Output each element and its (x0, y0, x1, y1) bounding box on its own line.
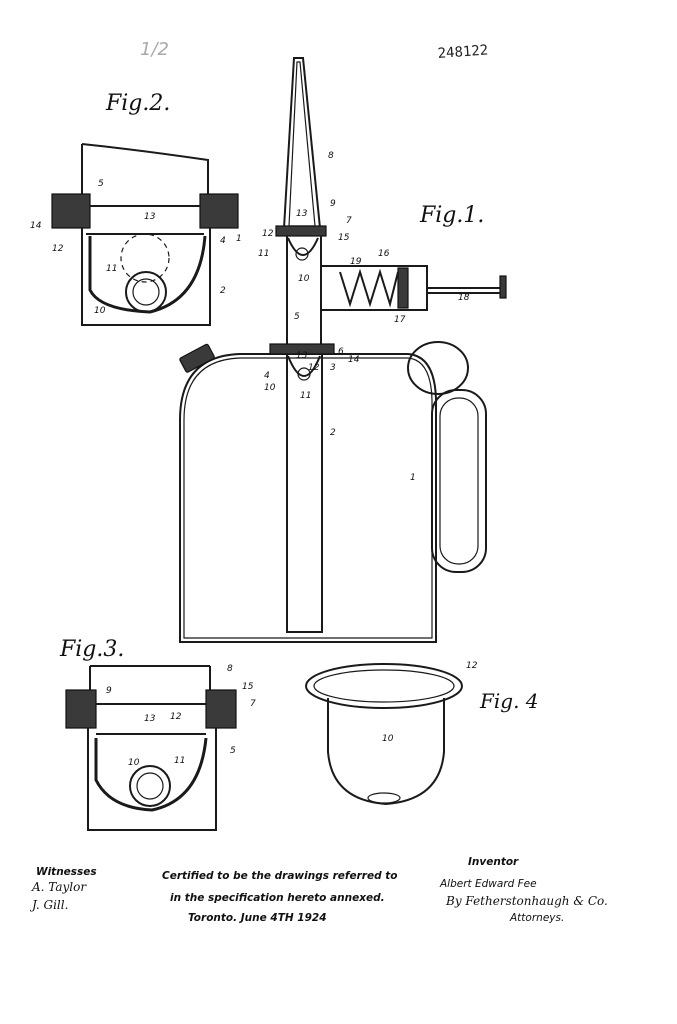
figure-1-title: Fig.1. (419, 203, 484, 228)
figure-2-labels: 5 14 13 12 4 1 11 2 10 (30, 179, 242, 316)
reference-numeral: 12 (262, 229, 274, 239)
reference-numeral: 16 (378, 249, 390, 259)
reference-numeral: 2 (220, 286, 226, 296)
reference-numeral: 15 (242, 682, 254, 692)
figure-3-labels: 8 9 15 7 13 12 11 10 5 (106, 664, 256, 768)
handle-ring (407, 341, 469, 395)
oil-can-body (179, 353, 437, 643)
reference-numeral: 4 (264, 371, 270, 381)
reference-numeral: 2 (330, 428, 336, 438)
reference-numeral: 17 (394, 315, 406, 325)
lower-valve-cup (287, 355, 321, 377)
witnesses-heading: Witnesses (36, 866, 97, 878)
plunger-rod (427, 287, 500, 294)
plunger-knob (499, 275, 507, 299)
reference-numeral: 11 (300, 391, 311, 401)
reference-numeral: 12 (466, 661, 478, 671)
reference-numeral: 10 (264, 383, 276, 393)
inventor-heading: Inventor (468, 856, 519, 868)
reference-numeral: 10 (382, 734, 394, 744)
reference-numeral: 6 (338, 347, 344, 357)
tube-5 (286, 236, 322, 344)
reference-numeral: 7 (250, 699, 256, 709)
corner-mark: 1/2 (140, 39, 169, 60)
reference-numeral: 14 (348, 355, 360, 365)
figure-4: Fig. 4 12 10 (305, 661, 539, 806)
figure-3-title: Fig.3. (59, 637, 124, 662)
witness-signature-2: J. Gill. (32, 898, 69, 912)
reference-numeral: 12 (308, 363, 320, 373)
witness-signature-1: A. Taylor (32, 880, 87, 894)
certification-date: Toronto. June 4TH 1924 (188, 912, 327, 924)
figure-2-title: Fig.2. (105, 91, 170, 116)
tube-2 (286, 354, 323, 633)
reference-numeral: 14 (30, 221, 42, 231)
patent-number: 248122 (437, 43, 489, 62)
reference-numeral: 8 (227, 664, 233, 674)
reference-numeral: 4 (220, 236, 226, 246)
figure-1-labels: 8 9 13 7 15 12 11 10 16 19 5 17 18 13 12… (258, 151, 470, 483)
reference-numeral: 1 (236, 234, 242, 244)
figure-4-labels: 12 10 (382, 661, 478, 744)
certification-line-2: in the specification hereto annexed. (170, 892, 385, 904)
spring (339, 268, 399, 308)
inventor-name: Albert Edward Fee (440, 878, 537, 890)
filler-cap (179, 343, 215, 373)
reference-numeral: 18 (458, 293, 470, 303)
lower-coupling (269, 343, 335, 355)
reference-numeral: 10 (298, 274, 310, 284)
reference-numeral: 10 (94, 306, 106, 316)
reference-numeral: 13 (144, 212, 156, 222)
reference-numeral: 5 (230, 746, 236, 756)
reference-numeral: 9 (330, 199, 336, 209)
reference-numeral: 9 (106, 686, 112, 696)
reference-numeral: 13 (296, 351, 308, 361)
reference-numeral: 12 (52, 244, 64, 254)
figure-3: Fig.3. 8 9 15 7 13 12 11 10 5 (59, 637, 256, 831)
reference-numeral: 10 (128, 758, 140, 768)
reference-numeral: 11 (174, 756, 185, 766)
handle (431, 389, 487, 573)
reference-numeral: 5 (294, 312, 300, 322)
reference-numeral: 5 (98, 179, 104, 189)
reference-numeral: 19 (350, 257, 362, 267)
attorneys-signature: By Fetherstonhaugh & Co. (446, 894, 608, 908)
certification-line-1: Certified to be the drawings referred to (162, 870, 398, 882)
upper-valve-cup (287, 237, 319, 256)
reference-numeral: 11 (106, 264, 117, 274)
figure-4-title: Fig. 4 (479, 689, 539, 713)
reference-numeral: 13 (144, 714, 156, 724)
reference-numeral: 3 (330, 363, 336, 373)
figure-2: Fig.2. 5 14 13 12 4 1 11 2 10 (30, 91, 242, 326)
reference-numeral: 8 (328, 151, 334, 161)
reference-numeral: 13 (296, 209, 308, 219)
attorneys-label: Attorneys. (510, 912, 565, 924)
reference-numeral: 12 (170, 712, 182, 722)
figure-1: Fig.1. 8 9 13 7 15 (179, 57, 507, 643)
reference-numeral: 15 (338, 233, 350, 243)
reference-numeral: 7 (346, 216, 352, 226)
upper-coupling (275, 225, 327, 237)
reference-numeral: 11 (258, 249, 269, 259)
reference-numeral: 1 (410, 473, 416, 483)
